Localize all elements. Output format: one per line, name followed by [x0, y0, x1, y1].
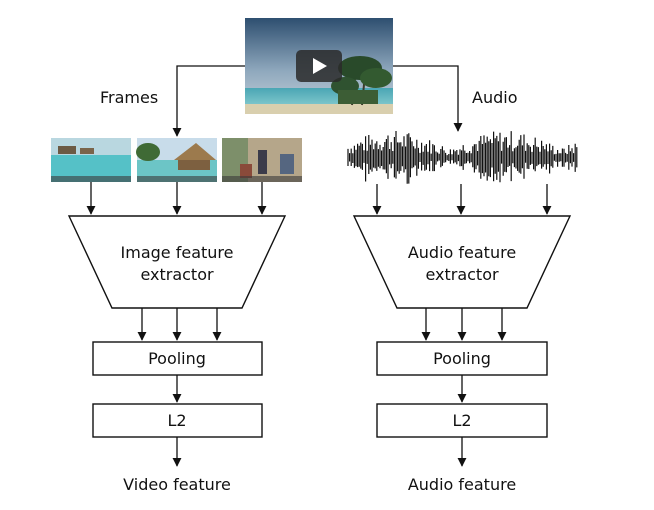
- pooling-label-right: Pooling: [433, 349, 491, 368]
- street-frame-icon: [222, 138, 302, 182]
- audio-extractor-label-1: Audio feature: [408, 243, 516, 262]
- audio-extractor-label-2: extractor: [425, 265, 499, 284]
- audio-feature-extractor: Audio feature extractor: [352, 215, 572, 309]
- play-icon: [296, 50, 342, 82]
- pooling-label-left: Pooling: [148, 349, 206, 368]
- beach-frame-icon: [51, 138, 131, 182]
- pooling-box-right: Pooling: [376, 341, 548, 376]
- video-thumbnail-icon: [245, 18, 393, 114]
- beach-hut-frame-icon: [136, 138, 217, 182]
- image-extractor-label-1: Image feature: [121, 243, 234, 262]
- audio-feature-label: Audio feature: [408, 475, 516, 494]
- pooling-box-left: Pooling: [92, 341, 263, 376]
- image-feature-extractor: Image feature extractor: [67, 215, 287, 309]
- video-feature-label: Video feature: [123, 475, 231, 494]
- l2-label-left: L2: [167, 411, 186, 430]
- image-extractor-label-2: extractor: [140, 265, 214, 284]
- audio-label: Audio: [472, 88, 517, 107]
- l2-label-right: L2: [452, 411, 471, 430]
- l2-box-left: L2: [92, 403, 263, 438]
- l2-box-right: L2: [376, 403, 548, 438]
- audio-waveform-icon: [347, 131, 578, 184]
- frames-label: Frames: [100, 88, 158, 107]
